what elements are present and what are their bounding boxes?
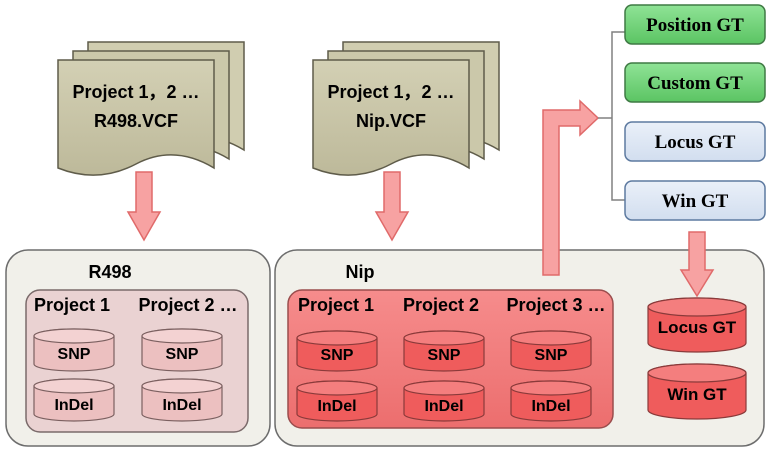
locus-gt-box: [624, 121, 766, 162]
r498-vcf-document-stack: Project 1，2 … R498.VCF: [57, 41, 245, 176]
snp-label: SNP: [166, 346, 199, 363]
r498-vcf-filename: R498.VCF: [94, 111, 178, 131]
nip-project-2-label: Project 2: [403, 295, 479, 315]
nip-down-arrow: [374, 171, 410, 242]
win-gt-list-label: Win GT: [662, 191, 729, 212]
r498-project-2-indel-db: InDel: [141, 378, 223, 422]
snp-label: SNP: [535, 347, 568, 364]
gt-list-bracket: [598, 31, 628, 201]
r498-project-2-label: Project 2 …: [138, 295, 237, 315]
locus-gt-list-label: Locus GT: [655, 132, 736, 153]
locus-gt-label: Locus GT: [658, 318, 737, 337]
win-gt-label: Win GT: [667, 385, 727, 404]
snp-label: SNP: [58, 346, 91, 363]
r498-project-1-snp-db: SNP: [33, 328, 115, 372]
r498-project-1-label: Project 1: [34, 295, 110, 315]
nip-win-gt-db: Win GT: [647, 363, 747, 420]
snp-label: SNP: [321, 347, 354, 364]
r498-project-2-snp-db: SNP: [141, 328, 223, 372]
nip-title: Nip: [346, 262, 375, 282]
win-gt-box: [624, 180, 766, 221]
nip-project-2-indel-db: InDel: [403, 380, 485, 422]
r498-down-arrow: [126, 171, 162, 242]
nip-project-3-label: Project 3 …: [506, 295, 605, 315]
indel-label: InDel: [424, 398, 463, 415]
nip-project-1-label: Project 1: [298, 295, 374, 315]
nip-project-3-indel-db: InDel: [510, 380, 592, 422]
nip-project-1-snp-db: SNP: [296, 330, 378, 372]
custom-gt-box: [624, 62, 766, 103]
nip-vcf-document-stack: Project 1，2 … Nip.VCF: [312, 41, 500, 176]
position-gt-box: [624, 4, 766, 45]
nip-vcf-projects-label: Project 1，2 …: [327, 82, 454, 102]
indel-label: InDel: [162, 397, 201, 414]
nip-to-gt-elbow-arrow: [542, 99, 600, 276]
nip-locus-gt-db: Locus GT: [647, 297, 747, 353]
snp-label: SNP: [428, 347, 461, 364]
r498-project-1-indel-db: InDel: [33, 378, 115, 422]
nip-project-1-indel-db: InDel: [296, 380, 378, 422]
r498-title: R498: [88, 262, 131, 282]
gt-list: Position GT Custom GT Locus GT Win GT: [624, 4, 766, 221]
custom-gt-label: Custom GT: [647, 73, 743, 94]
document-front: [312, 59, 470, 176]
document-front: [57, 59, 215, 176]
gt-to-db-down-arrow: [679, 231, 715, 298]
indel-label: InDel: [317, 398, 356, 415]
nip-project-2-snp-db: SNP: [403, 330, 485, 372]
nip-panel: Nip Project 1 Project 2 Project 3 … SNP …: [274, 249, 765, 447]
r498-vcf-projects-label: Project 1，2 …: [72, 82, 199, 102]
r498-panel: R498 Project 1 Project 2 … SNP SNP InDel…: [5, 249, 271, 447]
nip-vcf-filename: Nip.VCF: [356, 111, 426, 131]
indel-label: InDel: [54, 397, 93, 414]
position-gt-label: Position GT: [646, 15, 744, 36]
nip-project-3-snp-db: SNP: [510, 330, 592, 372]
indel-label: InDel: [531, 398, 570, 415]
